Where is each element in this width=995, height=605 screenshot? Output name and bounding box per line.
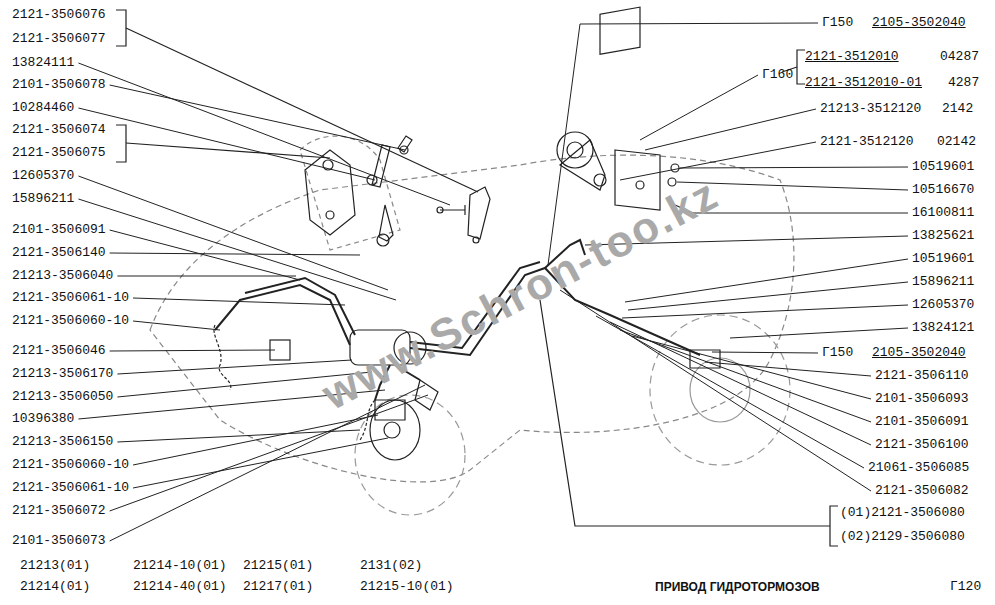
leader-line [78,176,388,290]
part-number: 21214-10(01) [133,559,227,573]
part-number: 16100811 [912,206,974,220]
part-number: 2121-3506046 [12,344,106,358]
part-number: 2121-3506060-10 [12,314,129,328]
part-number: 21213-3506040 [12,269,113,283]
leader-line [78,199,396,300]
part-number: 2101-3506091 [12,223,106,237]
part-number: Г150 [822,346,853,360]
part-number: 2101-3506078 [12,78,106,92]
leader-line [730,328,908,338]
part-number: Г120 [950,580,981,594]
leader-line [133,438,388,488]
leader-line [680,167,908,168]
part-number: (02)2129-3506080 [840,530,965,544]
leader-line [640,75,758,140]
leader-line [625,259,908,302]
leader-line [632,336,871,399]
part-number: 21213-3512120 [820,102,921,116]
leader-line [622,305,908,318]
part-number: 2131(02) [360,559,422,573]
part-number: 21217(01) [243,580,313,594]
part-number: 21213-3506150 [12,435,113,449]
part-number: 2105-3502040 [872,16,966,30]
part-number: 15896211 [12,192,74,206]
part-number: 2121-3512120 [820,135,914,149]
part-number: 2121-3506074 [12,123,106,137]
leader-line [117,430,360,442]
leader-line [133,321,220,330]
part-number: 2121-3512010-01 [805,76,922,90]
part-number: 2121-3506076 [12,8,106,22]
part-number: 04287 [940,50,979,64]
leader-line [110,395,428,511]
part-number: 2121-3506061-10 [12,481,129,495]
leader-line [645,109,816,150]
part-number: 10516670 [912,183,974,197]
part-number: 2121-3506072 [12,504,106,518]
part-number: 21214-40(01) [133,580,227,594]
part-number: 2101-3506093 [875,392,969,406]
leader-line [560,290,871,491]
part-number: 2121-3506082 [875,484,969,498]
part-number: 2121-3506075 [12,146,106,160]
part-number: 2121-3506061-10 [12,291,129,305]
part-number: 4287 [948,76,979,90]
part-number: 21213-3506050 [12,390,113,404]
part-number: 2142 [942,102,973,116]
leader-line [110,230,300,280]
leader-line [610,322,871,445]
part-number: 2121-3506140 [12,246,106,260]
part-number: Г160 [762,68,793,82]
part-number: 15896211 [912,275,974,289]
leader-line [117,360,352,374]
part-number: 21215(01) [243,559,313,573]
leader-line [117,276,296,277]
leader-line [78,63,450,205]
leader-line [110,350,275,351]
part-number: 13825621 [912,229,974,243]
leader-line [110,85,405,150]
part-number: 21213(01) [20,559,90,573]
leader-line [133,298,345,305]
part-number: 10284460 [12,101,74,115]
part-number: 2101-3506091 [875,415,969,429]
leader-line [78,108,375,180]
leader-line [110,253,360,255]
leader-line [712,352,818,353]
part-number: 2105-3502040 [872,346,966,360]
leader-line [620,142,816,180]
leader-line [628,282,908,310]
part-number: 2121-3506077 [12,32,106,46]
diagram-title: ПРИВОД ГИДРОТОРМОЗОВ [655,580,820,594]
part-number: 12605370 [12,169,74,183]
part-number: 13824121 [912,321,974,335]
part-number: 2121-3506060-10 [12,458,129,472]
part-number: 21213-3506170 [12,367,113,381]
part-number: (01)2121-3506080 [840,506,965,520]
part-number: 13824111 [12,56,74,70]
part-number: Г150 [822,16,853,30]
leader-line [693,213,908,214]
part-number: 2121-3506110 [875,369,969,383]
part-number: 10396380 [12,412,74,426]
part-number: 2121-3512010 [805,50,899,64]
leader-line [110,385,425,541]
part-number: 10519601 [912,160,974,174]
leader-line [620,330,871,422]
part-number: 21061-3506085 [868,461,969,475]
part-number: 12605370 [912,298,974,312]
part-number: 2101-3506073 [12,534,106,548]
part-number: 10519601 [912,252,974,266]
leader-line [705,362,871,376]
part-number: 21214(01) [20,580,90,594]
part-number: 02142 [937,135,976,149]
part-number: 21215-10(01) [360,580,454,594]
part-number: 2121-3506100 [875,438,969,452]
